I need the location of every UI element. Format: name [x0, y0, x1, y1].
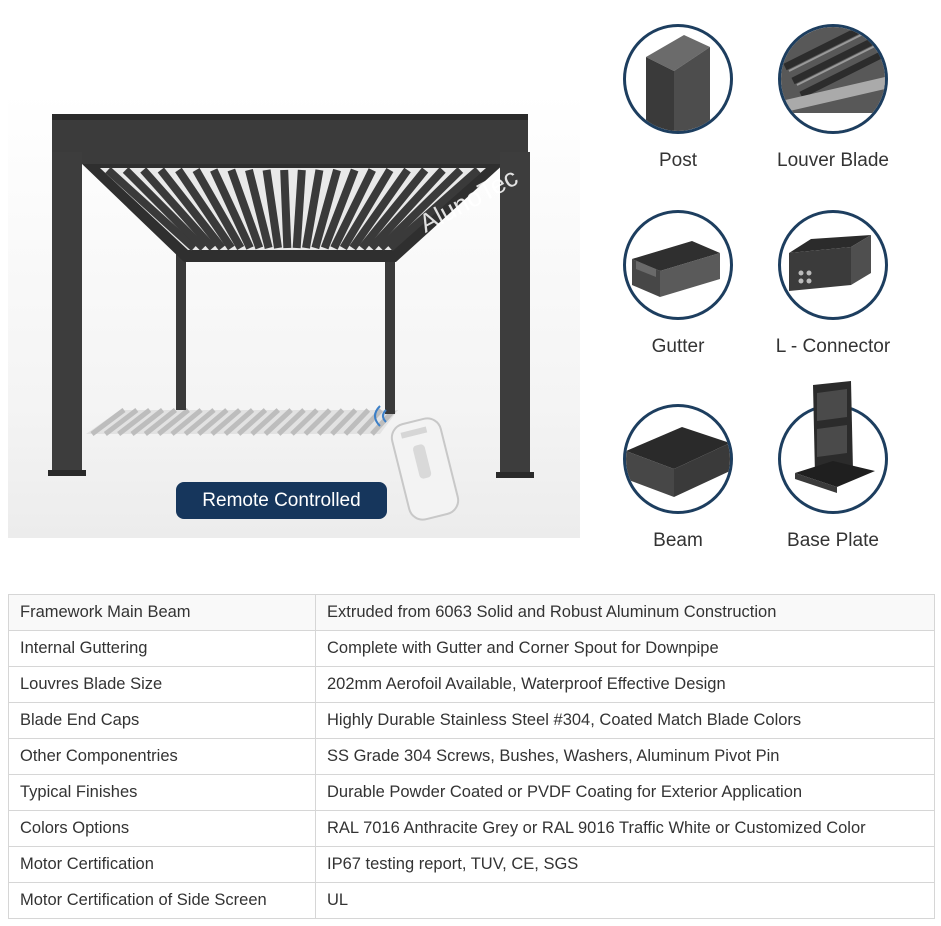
spec-value: RAL 7016 Anthracite Grey or RAL 9016 Tra… — [315, 810, 935, 847]
spec-value: 202mm Aerofoil Available, Waterproof Eff… — [315, 666, 935, 703]
table-row: Blade End Caps Highly Durable Stainless … — [8, 702, 935, 739]
louver-slat — [339, 167, 394, 251]
louver-slat — [175, 167, 235, 251]
spec-value: SS Grade 304 Screws, Bushes, Washers, Al… — [315, 738, 935, 775]
spec-key: Motor Certification of Side Screen — [8, 882, 316, 919]
spec-value: UL — [315, 882, 935, 919]
shadow-stripe — [90, 408, 126, 436]
louver-slat — [210, 168, 254, 250]
louver-slat — [311, 168, 341, 250]
louver-slat — [330, 168, 376, 250]
louver-slat — [368, 167, 446, 251]
spec-table: Framework Main Beam Extruded from 6063 S… — [8, 594, 935, 919]
part-label: Beam — [653, 530, 703, 551]
shadow-stripe — [130, 408, 165, 436]
part-label: Post — [658, 150, 698, 171]
spec-value: Complete with Gutter and Corner Spout fo… — [315, 630, 935, 667]
louver-slat — [302, 169, 324, 249]
louver-slat — [262, 169, 282, 249]
shadow-stripe — [263, 408, 293, 436]
louver-slat — [157, 167, 226, 251]
part-beam: Beam — [603, 404, 753, 552]
table-row: Other Componentries SS Grade 304 Screws,… — [8, 738, 935, 775]
spec-key: Other Componentries — [8, 738, 316, 775]
gutter-icon — [623, 210, 733, 320]
part-base-plate: Base Plate — [758, 381, 908, 552]
part-l-connector: L - Connector — [758, 210, 908, 358]
shadow-stripe — [303, 408, 332, 436]
spec-key: Typical Finishes — [8, 774, 316, 811]
louver-slat — [292, 169, 306, 249]
louver-slat — [227, 168, 264, 250]
spec-key: Framework Main Beam — [8, 594, 316, 631]
shadow-stripe — [316, 408, 345, 436]
shadow-stripe — [236, 408, 268, 436]
table-row: Internal Guttering Complete with Gutter … — [8, 630, 935, 667]
remote-controlled-badge: Remote Controlled — [176, 482, 387, 519]
spec-value: Extruded from 6063 Solid and Robust Alum… — [315, 594, 935, 631]
louver-slat — [122, 167, 207, 251]
part-post: Post — [603, 24, 753, 172]
spec-key: Internal Guttering — [8, 630, 316, 667]
shadow-stripe — [157, 408, 190, 436]
table-row: Typical Finishes Durable Powder Coated o… — [8, 774, 935, 811]
shadow-stripe — [103, 408, 139, 436]
louver-blade-icon — [778, 24, 888, 134]
base-plate-icon — [778, 381, 888, 514]
part-louver-blade: Louver Blade — [758, 24, 908, 172]
beam-icon — [623, 404, 733, 514]
spec-value: IP67 testing report, TUV, CE, SGS — [315, 846, 935, 883]
louver-slat — [140, 167, 216, 251]
shadow-stripe — [143, 408, 177, 436]
spec-key: Motor Certification — [8, 846, 316, 883]
table-row: Motor Certification IP67 testing report,… — [8, 846, 935, 883]
shadow-stripe — [343, 408, 371, 436]
shadow-stripe — [276, 408, 306, 436]
shadow-stripe — [250, 408, 280, 436]
shadow-stripe — [183, 408, 216, 436]
shadow-stripe — [117, 408, 152, 436]
remote-control-icon — [374, 405, 460, 521]
louver-slat — [349, 167, 411, 251]
spec-key: Louvres Blade Size — [8, 666, 316, 703]
louver-slat — [377, 167, 464, 251]
louver-slat — [387, 167, 481, 251]
shadow-stripe — [290, 408, 319, 436]
post-icon — [623, 24, 733, 134]
shadow-stripe — [330, 408, 358, 436]
louver-slat — [245, 169, 273, 249]
table-row: Motor Certification of Side Screen UL — [8, 882, 935, 919]
spec-key: Blade End Caps — [8, 702, 316, 739]
table-row: Colors Options RAL 7016 Anthracite Grey … — [8, 810, 935, 847]
pergola-illustration: AlunoTec — [8, 92, 580, 538]
louver-slat — [280, 169, 292, 249]
shadow-stripe — [210, 408, 242, 436]
part-label: Gutter — [651, 336, 705, 357]
shadow-stripe — [356, 408, 383, 436]
pergola-hero-image: AlunoTec Remote Controlled — [8, 92, 580, 538]
spec-key: Colors Options — [8, 810, 316, 847]
table-row: Framework Main Beam Extruded from 6063 S… — [8, 594, 935, 631]
spec-value: Highly Durable Stainless Steel #304, Coa… — [315, 702, 935, 739]
louver-slat — [192, 168, 245, 250]
table-row: Louvres Blade Size 202mm Aerofoil Availa… — [8, 666, 935, 703]
louver-slat — [105, 167, 197, 251]
shadow-stripe — [197, 408, 229, 436]
part-label: Louver Blade — [777, 150, 889, 171]
part-label: Base Plate — [787, 530, 879, 551]
l-connector-icon — [778, 210, 888, 320]
louver-slat — [358, 167, 429, 251]
shadow-stripe — [223, 408, 255, 436]
spec-value: Durable Powder Coated or PVDF Coating fo… — [315, 774, 935, 811]
part-label: L - Connector — [775, 336, 891, 357]
part-gutter: Gutter — [603, 210, 753, 358]
louver-slat — [320, 168, 359, 250]
shadow-stripe — [170, 408, 203, 436]
